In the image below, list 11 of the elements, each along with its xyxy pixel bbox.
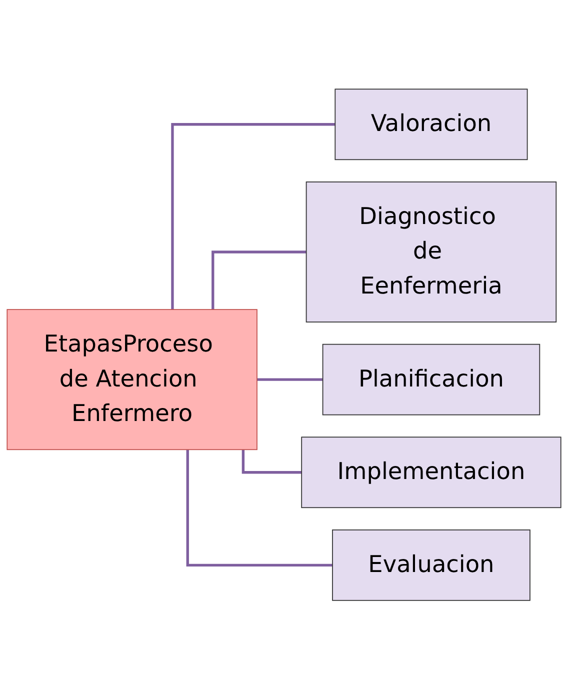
node-box: Planificacion (322, 344, 540, 416)
connector (256, 378, 323, 382)
node-box: Implementacion (301, 436, 562, 508)
node-box: Evaluacion (332, 530, 530, 602)
connector (186, 450, 332, 567)
connector (171, 123, 336, 310)
connector (212, 250, 306, 310)
node-box: Diagnostico de Eenfermeria (306, 182, 557, 323)
node-box: Valoracion (334, 88, 528, 160)
node-box: EtapasProceso de Atencion Enfermero (6, 309, 258, 450)
connector (242, 450, 302, 474)
